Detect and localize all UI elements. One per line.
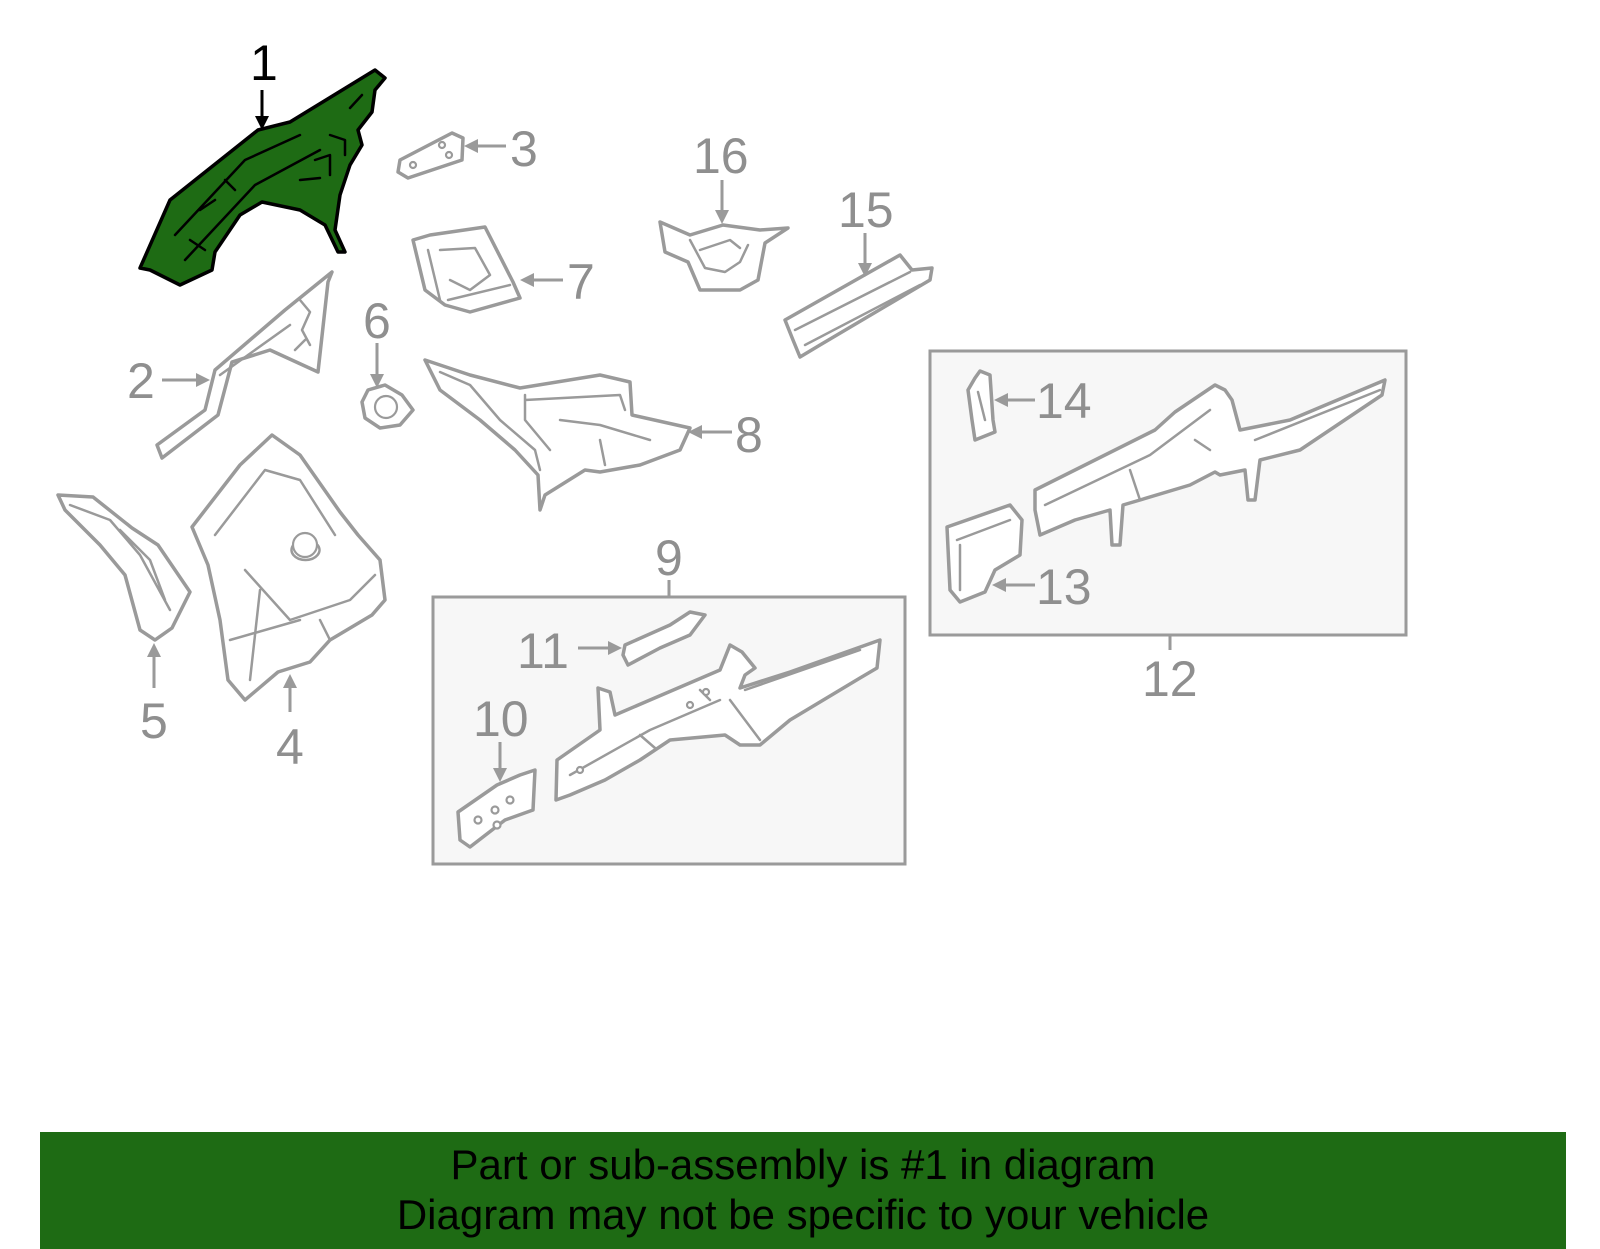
callout-4[interactable]: 4	[276, 719, 304, 775]
part-4-wheelhouse[interactable]	[190, 433, 387, 702]
part-11-plate[interactable]	[621, 610, 707, 667]
part-15-rail[interactable]	[783, 253, 934, 359]
part-6-grommet[interactable]	[360, 383, 415, 430]
part-5-brace[interactable]	[56, 493, 192, 642]
part-9-rail-assembly[interactable]	[554, 638, 882, 802]
callout-6[interactable]: 6	[363, 293, 391, 349]
banner-line-disclaimer: Diagram may not be specific to your vehi…	[396, 1191, 1210, 1238]
callout-10[interactable]: 10	[473, 691, 529, 747]
callout-2[interactable]: 2	[127, 353, 155, 409]
callout-15[interactable]: 15	[838, 182, 894, 238]
banner-line-part-number: Part or sub-assembly is #1 in diagram	[450, 1141, 1156, 1188]
part-7-bracket[interactable]	[411, 225, 522, 314]
callout-9[interactable]: 9	[655, 530, 683, 586]
part-13-bracket[interactable]	[945, 503, 1024, 604]
info-banner: Part or sub-assembly is #1 in diagram Di…	[40, 1132, 1566, 1249]
callout-14[interactable]: 14	[1036, 373, 1092, 429]
part-8-rail-extension[interactable]	[423, 358, 692, 512]
part-16-bracket[interactable]	[658, 220, 790, 292]
part-14-bracket[interactable]	[966, 369, 997, 442]
part-3-bracket[interactable]	[396, 131, 465, 180]
callout-16[interactable]: 16	[693, 128, 749, 184]
callout-1[interactable]: 1	[250, 35, 278, 91]
part-12-rail-assembly[interactable]	[1033, 378, 1387, 547]
callout-8[interactable]: 8	[735, 407, 763, 463]
callout-7[interactable]: 7	[567, 254, 595, 310]
part-10-plate[interactable]	[456, 768, 537, 849]
callout-3[interactable]: 3	[510, 121, 538, 177]
callout-13[interactable]: 13	[1036, 559, 1092, 615]
callout-5[interactable]: 5	[140, 693, 168, 749]
part-1-apron-panel[interactable]	[138, 68, 387, 287]
callout-11[interactable]: 11	[517, 623, 569, 679]
part-2-reinforcement[interactable]	[155, 270, 334, 460]
callout-12[interactable]: 12	[1142, 651, 1198, 707]
